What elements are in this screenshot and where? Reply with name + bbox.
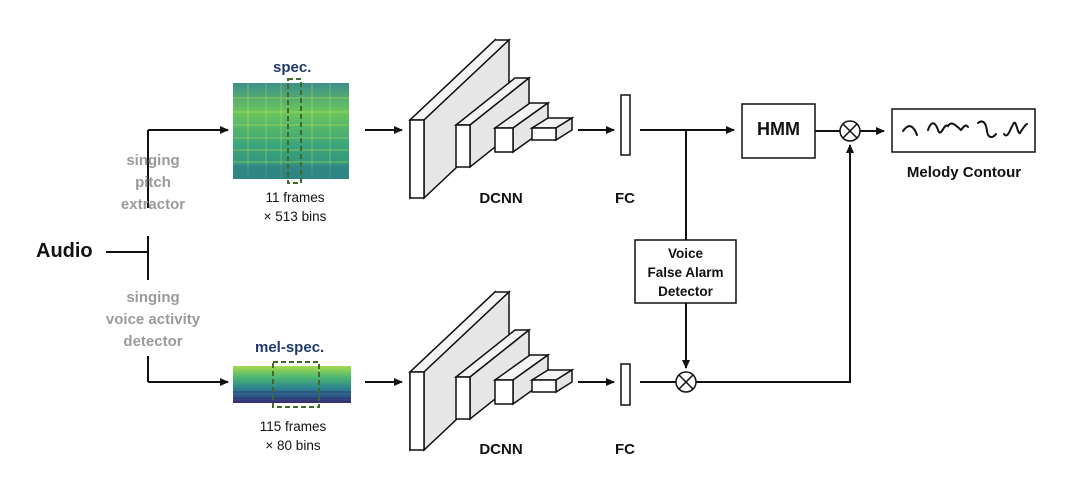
circled-times-icon [675, 371, 697, 393]
voice-false-alarm-detector-box [634, 239, 737, 304]
melody-contour-label: Melody Contour [906, 164, 1022, 181]
fc-layer-bottom [620, 363, 631, 406]
circled-times-icon [839, 120, 861, 142]
audio-label: Audio [36, 240, 93, 262]
melody-contour-box [891, 108, 1036, 153]
dcnn-bottom [408, 290, 575, 452]
spec-dims-label: 11 frames × 513 bins [263, 190, 327, 224]
voice-false-alarm-detector-label: Voice False Alarm Detector [647, 246, 724, 299]
hmm-box [741, 103, 816, 159]
arrow-voicing-to-top-multiply [696, 144, 854, 383]
mel-dims-label: 115 frames × 80 bins [259, 419, 327, 453]
dcnn-bottom-label: DCNN [479, 441, 523, 458]
audio-split-connector [106, 130, 149, 382]
pitch-extractor-label: singing pitch extractor [120, 152, 186, 213]
fc-layer-top [620, 94, 631, 156]
spec-label: spec. [273, 59, 312, 76]
fc-top-label: FC [615, 190, 635, 207]
waveform-icon [902, 120, 1028, 138]
dcnn-top [408, 38, 575, 200]
vad-label: singing voice activity detector [105, 289, 201, 350]
dcnn-top-label: DCNN [479, 190, 523, 207]
fc-bottom-label: FC [615, 441, 635, 458]
mel-spec-label: mel-spec. [255, 339, 325, 356]
spectrogram-image [233, 78, 349, 184]
hmm-label: HMM [757, 119, 800, 139]
mel-spectrogram-image [233, 361, 351, 408]
